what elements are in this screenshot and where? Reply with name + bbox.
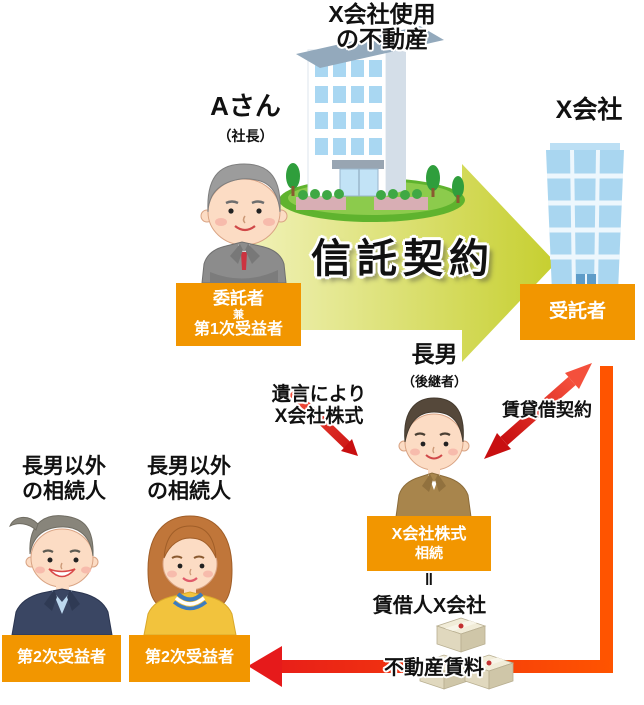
beneficiary2-left-box: 第2次受益者	[2, 635, 121, 682]
heir-man-illustration	[9, 515, 113, 636]
beneficiary2-right-box: 第2次受益者	[129, 635, 250, 682]
a-san-illustration	[200, 163, 288, 284]
property-caption-line1: X会社使用	[328, 1, 436, 27]
beneficiary2-right-label: 第2次受益者	[145, 649, 234, 667]
a-san-label: Aさん （社長）	[183, 86, 308, 146]
entrance-awning	[332, 160, 384, 169]
equals-mark: ‖	[424, 570, 434, 589]
trustor-box: 委託者 兼 第1次受益者	[176, 283, 301, 346]
trustor-box-line3: 第1次受益者	[194, 321, 283, 339]
heir-left-line1: 長男以外	[22, 455, 106, 478]
eldest-son-label: 長男 （後継者）	[377, 335, 492, 390]
heir-right-line1: 長男以外	[147, 455, 231, 478]
skyscraper-illustration	[546, 143, 624, 293]
trustor-box-line1: 委託者	[213, 289, 264, 309]
will-label-line2: X会社株式	[274, 406, 364, 427]
heir-left-line2: の相続人	[22, 480, 106, 503]
heir-woman-illustration	[143, 515, 237, 636]
share-inheritance-box: X会社株式 相続	[367, 516, 491, 571]
share-box-line2: 相続	[415, 544, 443, 561]
eldest-son-illustration	[395, 397, 472, 518]
money-stacks-illustration	[418, 617, 515, 690]
hedge	[296, 189, 428, 210]
property-caption-line2: の不動産	[336, 26, 428, 52]
will-label-line1: 遺言により	[271, 384, 367, 405]
a-san-name: Aさん	[210, 91, 281, 121]
heir-right-line2: の相続人	[147, 480, 231, 503]
will-arrow	[288, 388, 358, 456]
a-san-role: （社長）	[217, 128, 274, 144]
building-roof	[296, 26, 444, 68]
rent-label: 不動産賃料	[384, 657, 484, 679]
trustee-box: 受託者	[520, 284, 635, 340]
heir-left-label: 長男以外 の相続人	[4, 454, 124, 504]
trustor-box-line2: 兼	[233, 308, 244, 321]
eldest-son-name: 長男	[411, 341, 458, 367]
will-label: 遺言により X会社株式	[254, 384, 384, 428]
heir-right-label: 長男以外 の相続人	[129, 454, 249, 504]
lessee-label: 賃借人X会社	[372, 595, 487, 617]
share-box-line1: X会社株式	[391, 526, 467, 544]
office-building-illustration	[279, 26, 465, 222]
trust-contract-label: 信託契約	[311, 237, 495, 281]
tree-icon	[286, 163, 464, 203]
beneficiary2-left-label: 第2次受益者	[17, 649, 106, 667]
lease-double-arrow	[484, 363, 592, 459]
trustee-box-label: 受託者	[548, 301, 606, 323]
lease-label: 賃貸借契約	[502, 400, 592, 420]
eldest-son-role: （後継者）	[401, 374, 467, 389]
x-company-label: X会社	[555, 96, 623, 124]
property-caption: X会社使用 の不動産	[287, 2, 477, 52]
